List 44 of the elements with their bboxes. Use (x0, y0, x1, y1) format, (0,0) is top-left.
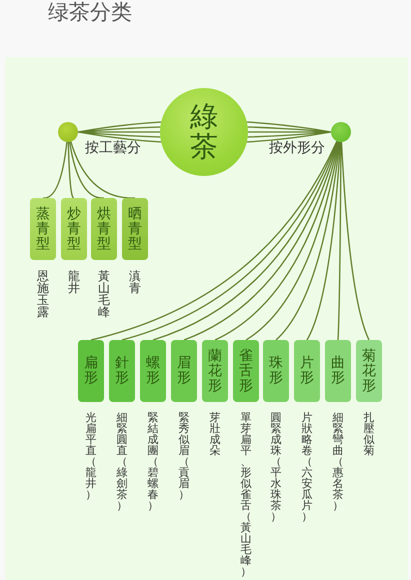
connector-line (246, 142, 340, 341)
description-text: 細緊彎曲（惠名茶） (332, 412, 344, 511)
connector-line (68, 142, 74, 199)
connector-line (184, 141, 339, 341)
category-box: 蒸青型 (30, 198, 56, 260)
category-box: 眉形 (171, 340, 197, 402)
connector-line (340, 142, 370, 340)
description-text: 黃山毛峰 (98, 270, 110, 318)
category-box: 炒青型 (61, 198, 87, 260)
category-box: 扁形 (78, 340, 104, 402)
category-box: 曲形 (325, 340, 351, 402)
description-text: 片狀略卷（六安瓜片） (302, 412, 312, 522)
category-box: 針形 (109, 340, 135, 402)
line-bundle (77, 121, 162, 143)
category-box: 珠形 (263, 340, 289, 402)
description-text: 恩施玉露 (37, 270, 49, 318)
category-box: 晒青型 (122, 198, 148, 260)
category-box: 片形 (294, 340, 320, 402)
description-text: 光扁平直（龍井） (86, 412, 96, 500)
connector-line (42, 142, 68, 199)
connector-line (214, 142, 340, 341)
category-box: 蘭花形 (202, 340, 228, 402)
description-text: 緊秀似眉（貢眉） (178, 412, 190, 500)
description-text: 細緊圓直（綠劍茶） (116, 412, 128, 511)
description-text: 龍井 (68, 270, 80, 294)
description-text: 緊結成團（碧螺春） (148, 412, 158, 511)
description-text: 芽壯成朵 (210, 412, 220, 456)
category-box: 螺形 (140, 340, 166, 402)
description-text: 扎壓似菊 (364, 412, 374, 456)
category-box: 雀舌形 (233, 340, 259, 402)
connector-line (306, 142, 342, 340)
line-bundle (246, 121, 332, 143)
description-text: 滇青 (129, 270, 141, 294)
connector-line (70, 141, 135, 199)
connector-line (68, 142, 104, 199)
description-text: 單芽扁平、形似雀舌（黃山毛峰） (240, 412, 252, 577)
branch-label: 按外形分 (269, 141, 325, 156)
branch-label: 按工藝分 (85, 141, 141, 156)
category-box: 烘青型 (91, 198, 117, 260)
page-title: 绿茶分类 (48, 0, 132, 24)
connector-line (276, 142, 340, 340)
description-text: 圓緊成珠（平水珠茶） (270, 412, 282, 522)
category-box: 菊花形 (356, 340, 382, 402)
connector-line (337, 142, 342, 340)
